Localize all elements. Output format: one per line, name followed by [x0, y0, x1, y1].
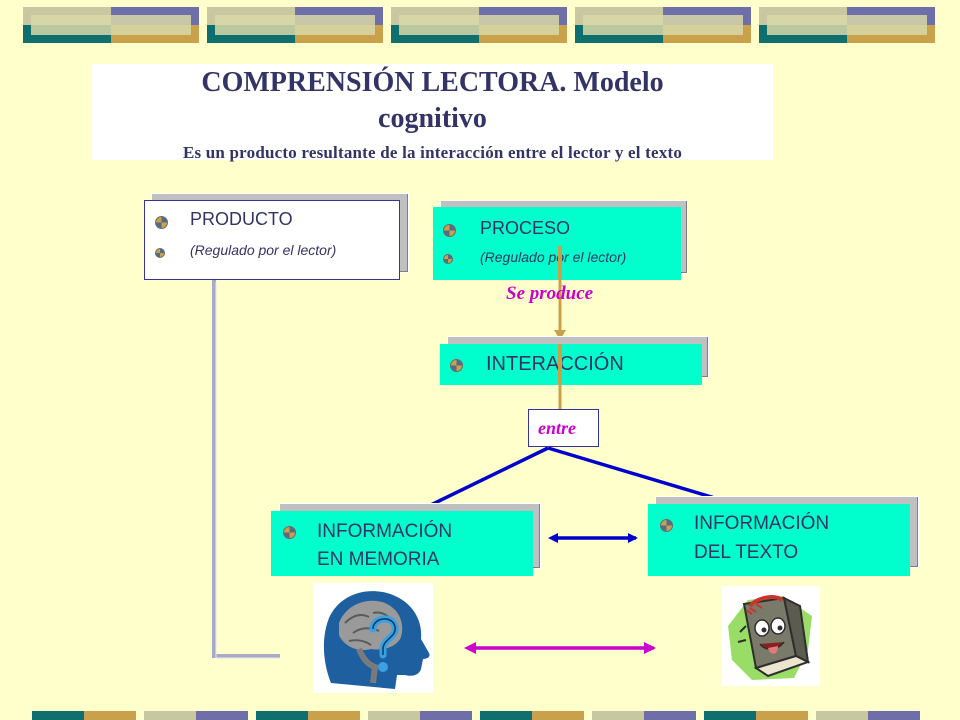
info-texto-box: INFORMACIÓN DEL TEXTO [648, 504, 910, 576]
entre-label: entre [538, 418, 576, 438]
interaccion-box: INTERACCIÓN [440, 344, 702, 385]
deco-block [575, 7, 751, 43]
bullet-icon [155, 216, 168, 229]
producto-connector [212, 280, 280, 658]
bullet-icon [443, 254, 453, 264]
bullet-icon [450, 359, 463, 372]
info-memoria-line-1: INFORMACIÓN [317, 521, 453, 542]
deco-block [391, 7, 567, 43]
book-character-icon [722, 586, 820, 686]
deco-block [207, 7, 383, 43]
producto-note: (Regulado por el lector) [190, 242, 337, 258]
entre-box: entre [528, 409, 599, 447]
deco-block [23, 7, 199, 43]
proceso-note: (Regulado por el lector) [480, 249, 627, 265]
title-box: COMPRENSIÓN LECTORA. Modelo cognitivo Es… [92, 64, 773, 162]
interaccion-label: INTERACCIÓN [486, 353, 624, 375]
producto-label: PRODUCTO [190, 209, 293, 229]
interaccion-overlay-line [558, 344, 562, 385]
info-texto-line-1: INFORMACIÓN [694, 513, 830, 534]
title-line-2: cognitivo [378, 103, 487, 134]
info-memoria-box: INFORMACIÓN EN MEMORIA [271, 511, 533, 576]
proceso-label: PROCESO [480, 218, 571, 238]
title-subtitle: Es un producto resultante de la interacc… [182, 143, 683, 162]
proceso-box: PROCESO (Regulado por el lector) [433, 207, 681, 280]
info-memoria-line-2: EN MEMORIA [317, 549, 440, 570]
bullet-icon [443, 224, 456, 237]
bullet-icon [283, 526, 296, 539]
deco-block [759, 7, 935, 43]
se-produce-label: Se produce [506, 283, 594, 304]
producto-box: PRODUCTO (Regulado por el lector) [144, 200, 400, 280]
proceso-overlay-line [558, 246, 562, 280]
head-question-icon [313, 583, 433, 693]
bullet-icon [660, 519, 673, 532]
title-line-1: COMPRENSIÓN LECTORA. Modelo [201, 67, 664, 98]
bullet-icon [155, 248, 165, 258]
info-texto-line-2: DEL TEXTO [694, 542, 799, 563]
